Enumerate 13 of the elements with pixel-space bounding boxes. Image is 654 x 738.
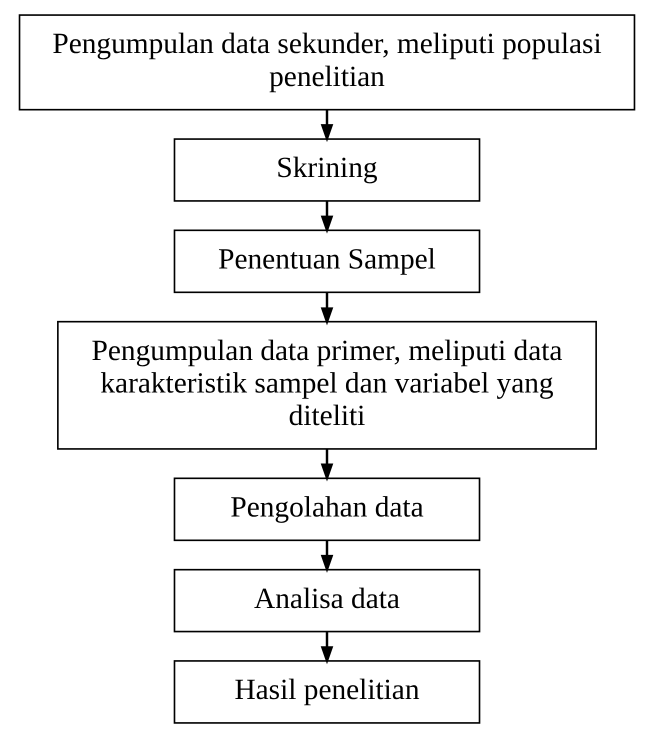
node-box: Pengumpulan data sekunder, meliputi populasi penelitian bbox=[18, 14, 636, 110]
arrow bbox=[320, 449, 334, 482]
arrow bbox=[320, 540, 334, 573]
node-box: Pengolahan data bbox=[174, 477, 480, 542]
node-box: Hasil penelitian bbox=[174, 660, 480, 724]
arrow bbox=[320, 110, 334, 142]
node-box: Skrining bbox=[174, 138, 480, 202]
node-box: Pengumpulan data primer, meliputi data karakteristik sampel dan variabel yang diteliti bbox=[57, 320, 597, 450]
node-box: Analisa data bbox=[174, 568, 480, 632]
node-box: Penentuan Sampel bbox=[174, 230, 480, 294]
arrow bbox=[320, 292, 334, 326]
arrow bbox=[320, 201, 334, 234]
arrow bbox=[320, 632, 334, 664]
